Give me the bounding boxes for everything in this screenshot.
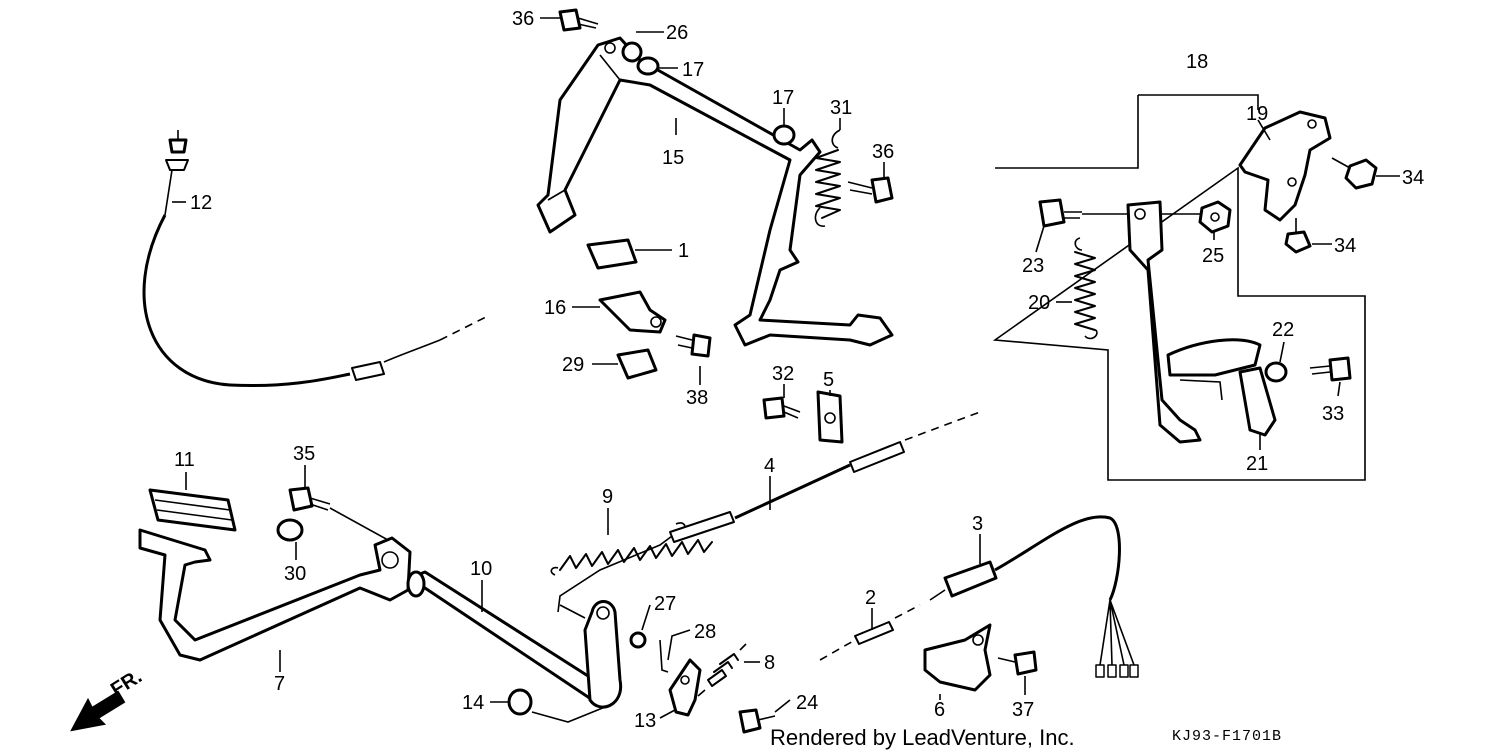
switch-arm-13[interactable] <box>668 658 702 717</box>
callout-17b: 17 <box>772 87 794 109</box>
callout-22: 22 <box>1272 319 1294 341</box>
collar-14[interactable] <box>507 688 533 716</box>
callout-35: 35 <box>293 443 315 465</box>
callout-11: 11 <box>174 449 195 471</box>
callouts: 36 26 17 15 17 31 36 12 1 16 29 38 32 5 … <box>174 8 1424 732</box>
callout-9: 9 <box>602 486 613 508</box>
callout-17a: 17 <box>682 59 704 81</box>
bolt-23[interactable] <box>1038 198 1128 228</box>
bolt-34-right[interactable] <box>1331 157 1378 190</box>
pin-28[interactable] <box>659 639 669 673</box>
collar-17-right[interactable] <box>772 124 796 146</box>
callout-32: 32 <box>772 363 794 385</box>
callout-14: 14 <box>462 692 484 714</box>
washer-27[interactable] <box>629 631 647 649</box>
callout-33: 33 <box>1322 403 1344 425</box>
callout-15: 15 <box>662 147 684 169</box>
bolt-33[interactable] <box>1309 356 1352 382</box>
callout-7: 7 <box>274 673 285 695</box>
callout-1: 1 <box>678 240 689 262</box>
callout-2: 2 <box>865 587 876 609</box>
diagram-code: KJ93-F1701B <box>1172 728 1282 745</box>
side-stand-21[interactable] <box>1126 200 1277 444</box>
footer-credit: Rendered by LeadVenture, Inc. <box>770 725 1075 750</box>
bolt-32[interactable] <box>762 396 801 420</box>
callout-38: 38 <box>686 387 708 409</box>
callout-3: 3 <box>972 513 983 535</box>
spring-31[interactable] <box>814 129 841 227</box>
callout-36b: 36 <box>872 141 894 163</box>
callout-5: 5 <box>823 369 834 391</box>
brake-pedal-7[interactable] <box>138 528 412 662</box>
bracket-16[interactable] <box>598 290 667 334</box>
callout-36a: 36 <box>512 8 534 30</box>
collar-30[interactable] <box>276 518 304 542</box>
bolt-36-top[interactable] <box>558 8 599 32</box>
brake-arm[interactable] <box>559 600 623 709</box>
bracket-19[interactable] <box>1238 110 1332 222</box>
bolt-37[interactable] <box>997 650 1038 676</box>
plate-5[interactable] <box>816 390 844 444</box>
callout-10: 10 <box>470 558 492 580</box>
leader-lines <box>172 17 1400 723</box>
callout-30: 30 <box>284 563 306 585</box>
cable-12[interactable] <box>142 130 491 388</box>
callout-29: 29 <box>562 354 584 376</box>
callout-34a: 34 <box>1402 167 1424 189</box>
spring-20[interactable] <box>1074 237 1098 340</box>
callout-34b: 34 <box>1334 235 1356 257</box>
spring-2[interactable] <box>819 604 921 661</box>
callout-6: 6 <box>934 699 945 721</box>
main-stand[interactable] <box>536 36 894 347</box>
side-stand-group-18 <box>992 94 1366 481</box>
callout-24: 24 <box>796 692 818 714</box>
callout-31: 31 <box>830 97 852 119</box>
callout-20: 20 <box>1028 292 1050 314</box>
callout-37: 37 <box>1012 699 1034 721</box>
callout-23: 23 <box>1022 255 1044 277</box>
bolt-24[interactable] <box>738 708 776 734</box>
brake-shaft-10[interactable] <box>406 570 612 707</box>
nut-25[interactable] <box>1162 200 1232 234</box>
callout-21: 21 <box>1246 453 1268 475</box>
spring-8[interactable] <box>697 643 747 697</box>
bolt-34-lower[interactable] <box>1284 218 1312 254</box>
callout-25: 25 <box>1202 245 1224 267</box>
pedal-rubber-11[interactable] <box>148 488 237 532</box>
bolt-38[interactable] <box>675 333 712 358</box>
callout-28: 28 <box>694 621 716 643</box>
stop-switch-3[interactable] <box>929 515 1139 678</box>
callout-12: 12 <box>190 192 212 214</box>
collar-22[interactable] <box>1264 361 1288 383</box>
callout-8: 8 <box>764 652 775 674</box>
callout-13: 13 <box>634 710 656 732</box>
callout-4: 4 <box>764 455 775 477</box>
washer-26[interactable] <box>621 41 643 63</box>
callout-27: 27 <box>654 593 676 615</box>
bolt-35[interactable] <box>288 486 389 541</box>
collar-17-left[interactable] <box>636 56 660 76</box>
front-direction-arrow-icon <box>70 690 126 732</box>
rubber-29[interactable] <box>616 348 658 380</box>
callout-26: 26 <box>666 22 688 44</box>
callout-19: 19 <box>1246 103 1268 125</box>
callout-16: 16 <box>544 297 566 319</box>
stopper-1[interactable] <box>586 238 638 270</box>
bracket-6[interactable] <box>923 623 992 692</box>
callout-18: 18 <box>1186 51 1208 73</box>
brake-cable-4[interactable] <box>557 411 981 613</box>
bolt-36-right[interactable] <box>847 176 894 204</box>
